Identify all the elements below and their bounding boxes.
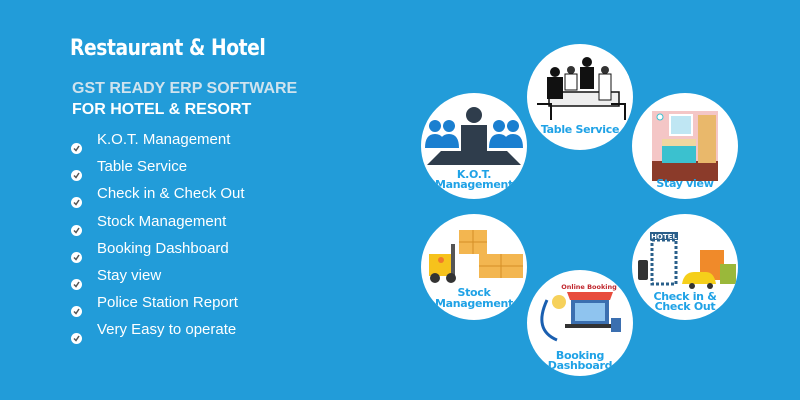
check-icon: [71, 306, 82, 318]
check-icon: [71, 333, 82, 345]
module-label-line-1: K.O.T.: [456, 168, 492, 181]
bedroom-illustration-icon: [652, 111, 718, 181]
module-stay-view: Stay view: [632, 93, 738, 199]
module-label: Stay view: [656, 177, 714, 190]
online-booking-sign: Online Booking: [561, 283, 617, 291]
module-booking-dashboard: Online Booking Booking Dashboard: [527, 270, 633, 376]
module-stock-management: Stock Management: [421, 214, 527, 320]
feature-label: Check in & Check Out: [97, 185, 245, 203]
online-booking-icon: Online Booking: [540, 283, 621, 342]
check-icon: [71, 170, 82, 182]
feature-label: Table Service: [97, 158, 188, 176]
module-label-line-1: Check in &: [653, 290, 717, 303]
module-table-service: Table Service: [527, 44, 633, 150]
module-check-in-check-out: HOTEL Check in & Check Out: [632, 214, 738, 320]
hotel-travel-icon: HOTEL: [638, 232, 736, 289]
check-icon: [71, 143, 82, 154]
module-label-line-2: Check Out: [654, 300, 716, 313]
module-label-line-2: Management: [435, 297, 513, 310]
check-icon: [71, 251, 82, 263]
hotel-sign: HOTEL: [651, 233, 677, 241]
page-title: Restaurant & Hotel: [70, 36, 266, 61]
module-label-line-2: Dashboard: [547, 359, 613, 372]
subtitle-line-2: FOR HOTEL & RESORT: [72, 101, 252, 118]
check-icon: [71, 197, 82, 209]
check-icon: [71, 278, 82, 290]
module-label-line-1: Stock: [457, 286, 491, 299]
feature-label: Stay view: [97, 266, 162, 284]
meeting-people-icon: [425, 107, 523, 165]
module-label-line-1: Booking: [555, 349, 605, 362]
dining-illustration-icon: [533, 57, 629, 120]
subtitle-line-1: GST READY ERP SOFTWARE: [72, 80, 298, 97]
feature-label: K.O.T. Management: [97, 131, 231, 148]
feature-label: Stock Management: [97, 212, 227, 230]
feature-label: Police Station Report: [97, 294, 238, 312]
module-kot-management: K.O.T. Management: [421, 93, 527, 199]
module-label-line-2: Management: [435, 178, 513, 191]
feature-label: Very Easy to operate: [97, 321, 237, 339]
forklift-boxes-icon: [429, 230, 523, 283]
check-icon: [71, 224, 82, 236]
module-label: Table Service: [540, 123, 620, 136]
feature-label: Booking Dashboard: [97, 239, 229, 257]
